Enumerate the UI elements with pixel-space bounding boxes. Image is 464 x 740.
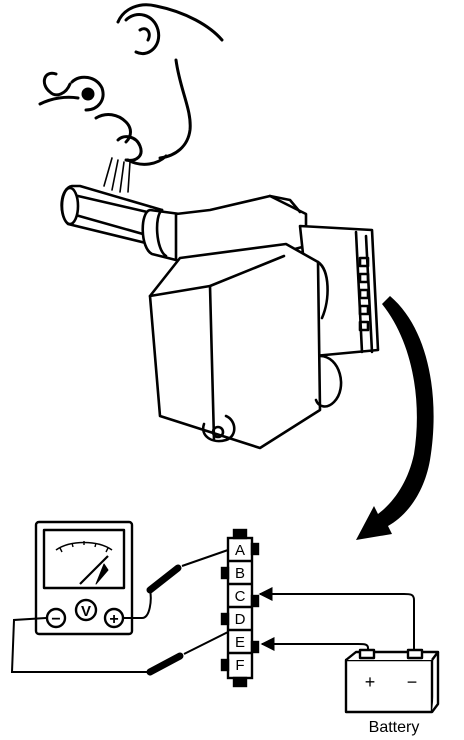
negative-probe-lead (10, 617, 229, 676)
meter-symbol: V (81, 603, 91, 620)
battery-icon (344, 648, 440, 714)
battery-positive-label: + (365, 672, 376, 692)
meter-negative-label: − (51, 611, 60, 628)
pin-label-c: C (235, 588, 246, 605)
face-icon (38, 3, 224, 166)
positive-probe-lead (124, 549, 229, 619)
battery-wires (258, 587, 415, 652)
pin-label-a: A (235, 542, 245, 559)
pin-label-d: D (235, 611, 246, 628)
battery-label: Battery (369, 719, 420, 736)
pin-label-f: F (235, 657, 244, 674)
air-stream (103, 157, 131, 193)
vacuum-sensor-icon (60, 184, 380, 450)
pin-label-b: B (235, 565, 245, 582)
connector-block (220, 528, 260, 688)
voltmeter-icon (34, 520, 134, 636)
pin-label-e: E (235, 634, 245, 651)
curved-arrow-icon (356, 296, 434, 540)
battery-negative-label: − (407, 672, 418, 692)
meter-positive-label: + (109, 611, 118, 628)
